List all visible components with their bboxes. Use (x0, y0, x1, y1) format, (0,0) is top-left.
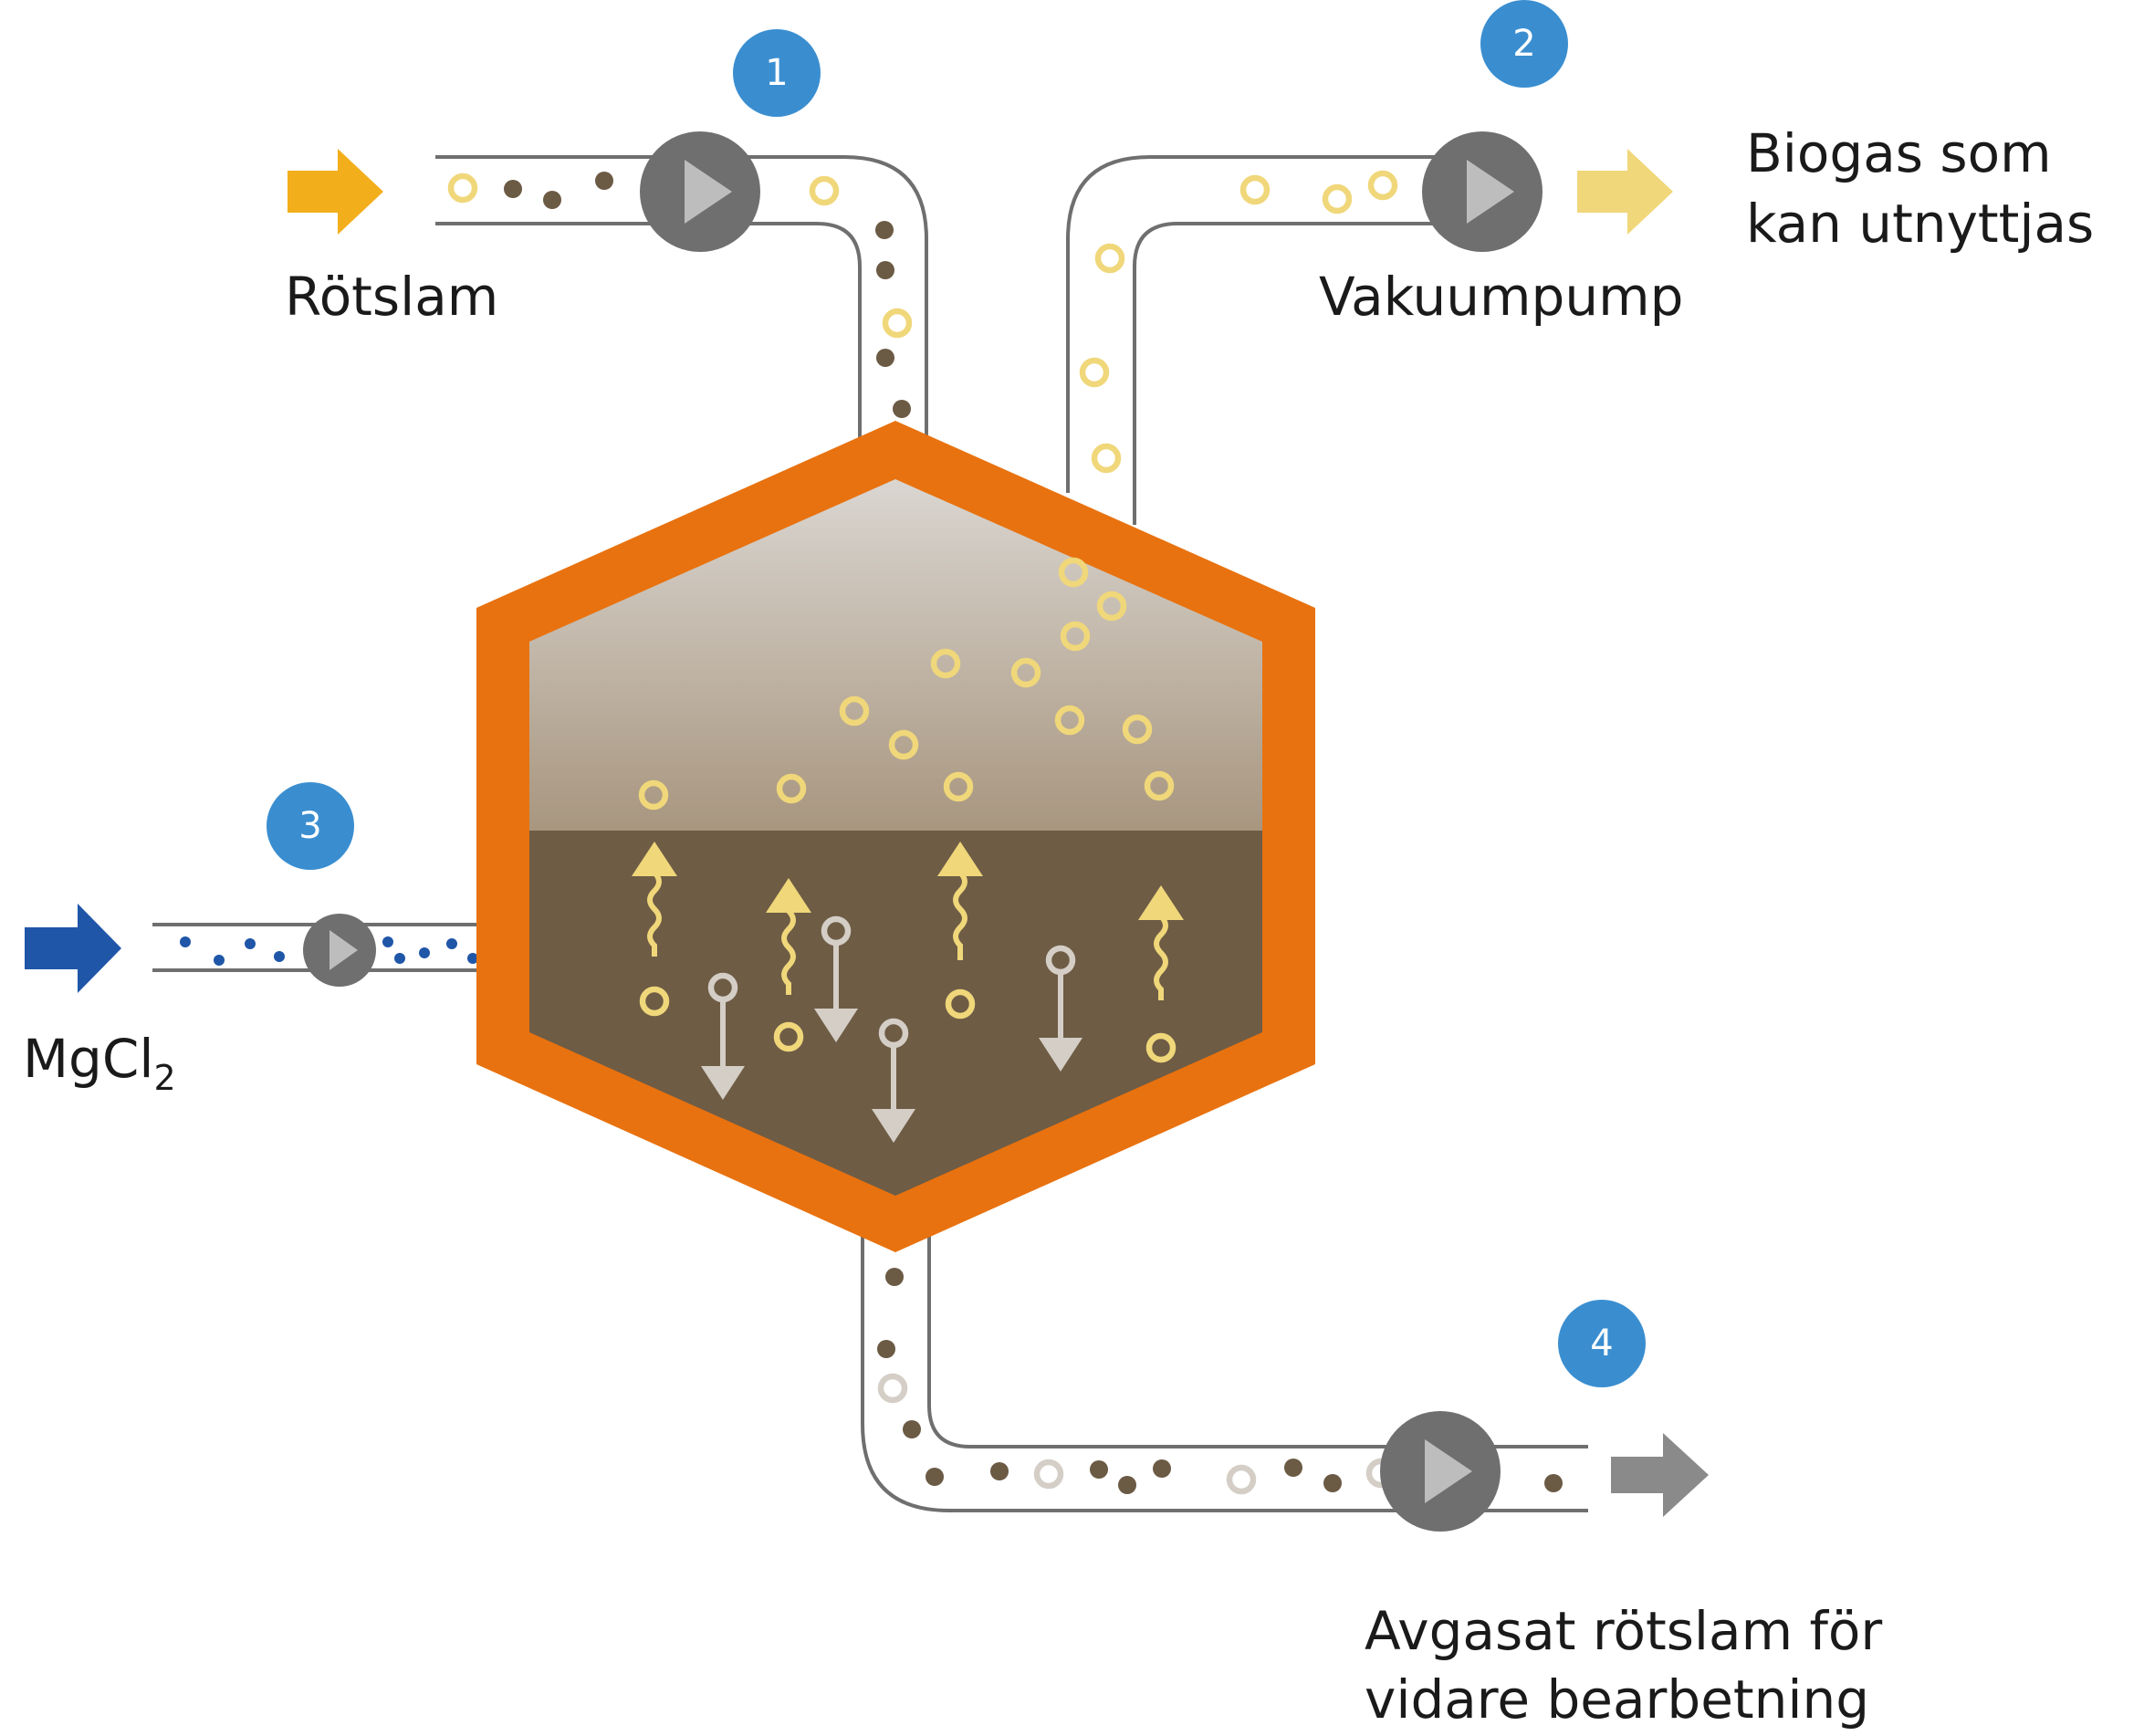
settling-particle-2 (814, 915, 858, 1042)
gas-outlet-pipe (1066, 155, 1479, 525)
biogas-label-line1: Biogas som (1746, 122, 2052, 184)
inlet-flow-arrow-icon (288, 149, 383, 235)
vacuum-pump-label: Vakuumpump (1319, 266, 1683, 328)
outlet-particles (877, 1268, 1563, 1494)
inlet-particles (451, 172, 911, 418)
biogas-label-line2: kan utnyttjas (1746, 193, 2094, 255)
svg-text:3: 3 (298, 805, 321, 847)
mgcl2-flow-arrow-icon (25, 904, 121, 993)
particle-icon (893, 400, 911, 418)
particle-icon (1037, 1462, 1061, 1486)
mgcl2-particles (180, 936, 478, 966)
gas-bubble-icon (1098, 246, 1122, 270)
sludge-volume (529, 831, 1262, 1196)
mgcl2-label-main: MgCl (23, 1028, 153, 1090)
svg-text:1: 1 (765, 52, 788, 94)
particle-icon (1284, 1459, 1302, 1477)
mgcl2-label: MgCl2 (23, 1028, 176, 1098)
vacuum-pump-icon (1422, 131, 1543, 252)
outlet-label-line2: vidare bearbetning (1365, 1668, 1869, 1731)
inlet-pump-icon (640, 131, 760, 252)
gas-bubble-icon (812, 179, 836, 203)
gas-bubble-icon (1371, 173, 1395, 197)
dosing-pump-icon (303, 914, 376, 987)
rising-gas-group (632, 842, 1184, 1063)
mgcl2-label-subscript: 2 (153, 1058, 175, 1098)
gas-headspace (529, 479, 1262, 831)
step-badge-2: 2 (1480, 0, 1568, 88)
rising-gas-3 (937, 842, 983, 1020)
degassing-tank (476, 421, 1315, 1252)
outlet-pump-icon (1380, 1411, 1501, 1532)
particle-icon (903, 1420, 921, 1438)
particle-icon (1153, 1459, 1171, 1478)
step-badge-1: 1 (733, 29, 821, 117)
gas-bubble-icon (1243, 178, 1267, 202)
step-badge-4: 4 (1558, 1300, 1646, 1387)
particle-icon (881, 1376, 905, 1400)
particle-icon (876, 261, 894, 279)
particle-icon (1323, 1474, 1342, 1492)
particle-icon (504, 180, 522, 198)
sludge-outlet-pipe (861, 1223, 1588, 1512)
outlet-flow-arrow-icon (1611, 1433, 1709, 1517)
particle-icon (926, 1468, 944, 1486)
settling-particle-4 (1039, 945, 1082, 1072)
settling-particle-3 (872, 1018, 915, 1143)
rising-gas-2 (766, 878, 811, 1052)
inlet-pipe (435, 155, 928, 438)
outlet-label-line1: Avgasat rötslam för (1365, 1600, 1882, 1662)
particle-icon (1229, 1468, 1253, 1491)
gas-bubble-icon (885, 311, 909, 335)
particle-icon (885, 1268, 904, 1286)
particle-icon (876, 349, 894, 367)
settling-particles-group (701, 915, 1082, 1143)
step-badge-3: 3 (267, 782, 354, 870)
particle-icon (1090, 1460, 1108, 1479)
gas-bubble-icon (1325, 187, 1349, 211)
gas-bubble-icon (1082, 361, 1106, 384)
particle-icon (595, 172, 613, 190)
particle-icon (1544, 1474, 1563, 1492)
rising-gas-4 (1138, 885, 1184, 1063)
gas-bubble-icon (1094, 446, 1118, 470)
particle-icon (875, 221, 894, 239)
svg-text:2: 2 (1512, 23, 1535, 65)
svg-text:4: 4 (1590, 1323, 1613, 1365)
biogas-flow-arrow-icon (1577, 149, 1673, 235)
particle-icon (1118, 1476, 1136, 1494)
particle-icon (990, 1462, 1009, 1480)
rising-gas-1 (632, 842, 677, 1017)
settling-particle-1 (701, 972, 745, 1100)
particle-icon (543, 191, 561, 209)
inlet-label: Rötslam (285, 266, 498, 328)
particle-icon (877, 1340, 895, 1358)
gas-bubble-icon (451, 176, 475, 200)
